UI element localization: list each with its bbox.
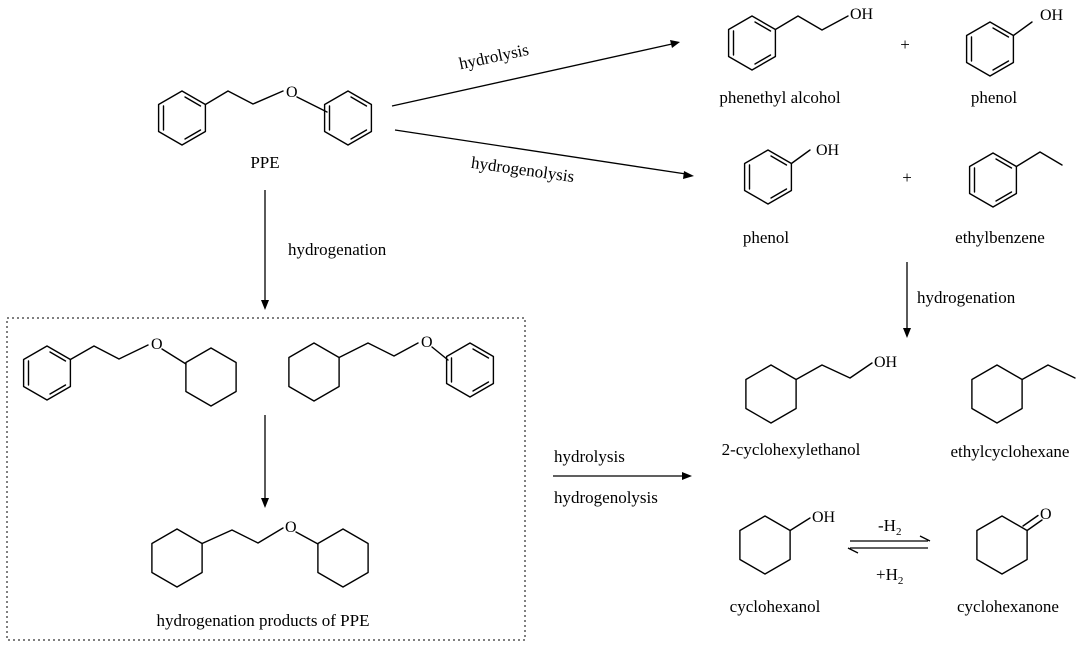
hydrogenation-label-right: hydrogenation xyxy=(917,288,1016,307)
plus-h2-label: +H2 xyxy=(876,565,903,587)
cyclohexylethanol-molecule: OH xyxy=(745,354,898,424)
box-caption: hydrogenation products of PPE xyxy=(157,611,370,630)
phenol-label-mid: phenol xyxy=(743,228,790,247)
ethylbenzene-label: ethylbenzene xyxy=(955,228,1045,247)
plus-sign-mid: + xyxy=(902,168,912,187)
hydrolysis-label-bottom: hydrolysis xyxy=(554,447,625,466)
hydrogenation-arrow-box xyxy=(261,415,269,508)
ppe-oxygen: O xyxy=(286,84,298,101)
dicyclohexyl-ether-molecule: O xyxy=(151,519,369,588)
ethylbenzene-molecule xyxy=(968,151,1063,208)
hydrolysis-label-top: hydrolysis xyxy=(457,40,530,73)
cyclohexanol-molecule: OH xyxy=(739,509,836,575)
svg-text:OH: OH xyxy=(1040,7,1064,24)
hydrogenation-arrow-left xyxy=(261,190,269,310)
box-conversion-arrow xyxy=(553,472,692,480)
hydrogenolysis-label-top: hydrogenolysis xyxy=(470,153,576,186)
hydrogenation-arrow-right xyxy=(903,262,911,338)
svg-text:OH: OH xyxy=(816,142,840,159)
svg-text:OH: OH xyxy=(874,354,898,371)
hydrogenation-label-left: hydrogenation xyxy=(288,240,387,259)
phenol-label-top: phenol xyxy=(971,88,1018,107)
cyclohexanone-molecule: O xyxy=(976,506,1052,575)
svg-text:O: O xyxy=(151,336,163,353)
phenol-molecule-top: OH xyxy=(965,7,1064,77)
equilibrium-arrows xyxy=(847,535,931,554)
svg-text:O: O xyxy=(1040,506,1052,523)
hydrogenolysis-label-bottom: hydrogenolysis xyxy=(554,488,658,507)
svg-text:O: O xyxy=(285,519,297,536)
ppe-label: PPE xyxy=(250,153,279,172)
cyclohexanone-label: cyclohexanone xyxy=(957,597,1059,616)
plus-sign-top: + xyxy=(900,35,910,54)
ethylcyclohexane-molecule xyxy=(971,364,1076,424)
hydrogenolysis-arrow xyxy=(394,129,694,179)
cyclohexylethanol-label: 2-cyclohexylethanol xyxy=(722,440,861,459)
phenol-molecule-mid: OH xyxy=(743,142,840,205)
svg-text:OH: OH xyxy=(812,509,836,526)
phenethyl-alcohol-molecule: OH xyxy=(727,6,874,71)
cyclohexanol-label: cyclohexanol xyxy=(730,597,821,616)
svg-text:OH: OH xyxy=(850,6,874,23)
cyclohexyl-phenethyl-ether-molecule: O xyxy=(22,336,237,407)
ppe-molecule: O xyxy=(157,84,373,146)
phenethyl-alcohol-label: phenethyl alcohol xyxy=(719,88,841,107)
svg-text:O: O xyxy=(421,334,433,351)
hydrolysis-arrow xyxy=(391,40,680,107)
cyclohexylethyl-phenyl-ether-molecule: O xyxy=(288,334,495,402)
minus-h2-label: -H2 xyxy=(878,516,901,538)
ethylcyclohexane-label: ethylcyclohexane xyxy=(951,442,1070,461)
